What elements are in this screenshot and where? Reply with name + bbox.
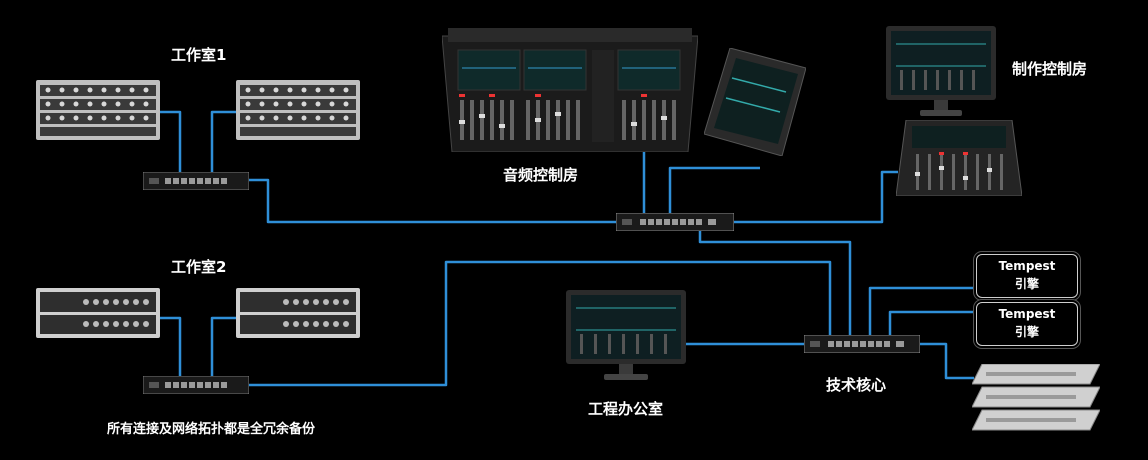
tempest-engine-box-2: Tempest 引擎	[976, 302, 1078, 346]
studio1-label: 工作室1	[171, 46, 227, 64]
audio-control-tablet	[704, 48, 806, 156]
link-engine-1	[868, 286, 976, 336]
audio-control-room-label: 音频控制房	[503, 166, 579, 184]
tempest-engine-box-1: Tempest 引擎	[976, 254, 1078, 298]
studio2-io-rack-left	[36, 288, 160, 338]
link-studio1-left-rack	[160, 110, 212, 182]
audio-mixing-console	[442, 28, 698, 152]
link-studio2-to-core	[248, 260, 832, 387]
studio2-label: 工作室2	[171, 258, 227, 276]
studio1-io-rack-right	[236, 80, 360, 140]
production-monitor	[886, 26, 996, 116]
studio1-network-switch	[143, 172, 249, 190]
studio2-network-switch	[143, 376, 249, 394]
link-studio2-right-rack	[210, 316, 236, 383]
link-studio1-to-main-switch	[248, 178, 617, 224]
tempest-engine-1-sub: 引擎	[1014, 277, 1039, 291]
tempest-engine-1-name: Tempest	[998, 259, 1056, 273]
redundancy-note: 所有连接及网络拓扑都是全冗余备份	[107, 422, 316, 437]
link-servers	[918, 342, 974, 380]
link-studio2-left-rack	[160, 316, 212, 385]
link-studio1-right-rack	[210, 110, 236, 180]
tempest-engine-2-name: Tempest	[998, 307, 1056, 321]
studio1-io-rack-left	[36, 80, 160, 140]
core-network-switch	[804, 335, 920, 353]
tech-core-label: 技术核心	[826, 376, 887, 394]
link-main-switch-to-core	[698, 230, 852, 336]
link-main-switch-to-production	[733, 170, 898, 224]
studio2-io-rack-right	[236, 288, 360, 338]
core-server-stack	[972, 364, 1100, 431]
main-network-switch	[616, 213, 734, 231]
production-control-room-label: 制作控制房	[1012, 60, 1088, 78]
engineering-office-label: 工程办公室	[588, 400, 664, 418]
production-control-surface	[896, 120, 1022, 196]
tempest-engine-2-sub: 引擎	[1014, 325, 1039, 339]
engineering-office-monitor	[566, 290, 686, 380]
link-engine-2	[888, 310, 976, 336]
link-tablet	[668, 166, 760, 214]
